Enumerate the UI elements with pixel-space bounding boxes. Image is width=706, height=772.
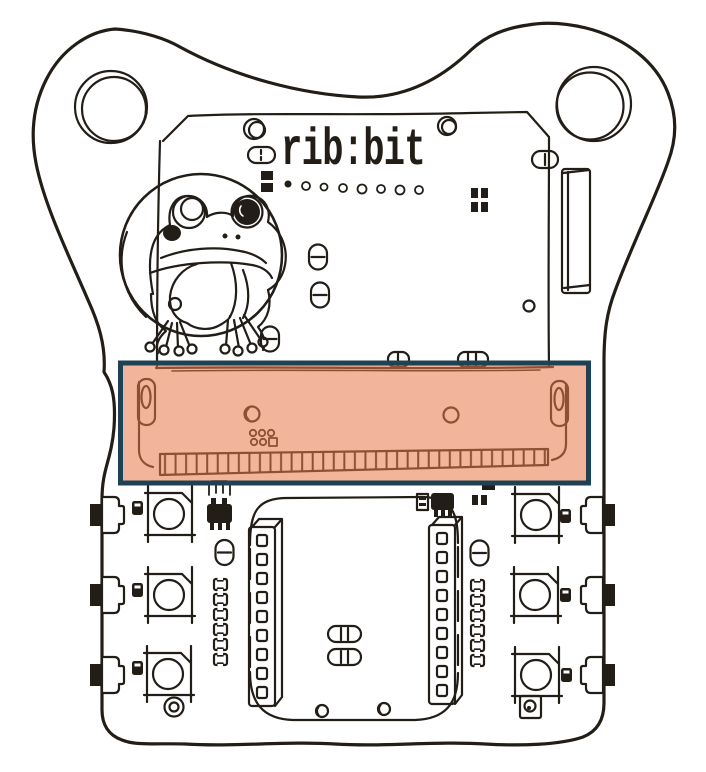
- screw-hole: [376, 701, 392, 717]
- highlight-overlay[interactable]: [118, 360, 591, 486]
- via-hole-left: [242, 117, 267, 141]
- smd-resistor-pair: [471, 188, 488, 212]
- push-button: [142, 644, 196, 704]
- edge-tab: [88, 575, 126, 615]
- capacitor-pill: [469, 539, 490, 567]
- smd-pill-left: [246, 145, 277, 165]
- push-button: [510, 485, 564, 545]
- capacitor-pill: [259, 325, 281, 353]
- screw-hole: [314, 703, 330, 719]
- edge-tab: [88, 495, 126, 535]
- via-hole-right: [436, 115, 458, 137]
- transistor-left: [207, 480, 232, 530]
- led-dot-row: [261, 171, 424, 196]
- push-button: [509, 565, 563, 625]
- push-button: [143, 565, 197, 625]
- edge-tab: [88, 655, 126, 695]
- target-mark-right: [518, 694, 543, 720]
- led-indicator: [558, 507, 573, 525]
- via-hole-small: [522, 299, 536, 313]
- led-indicator: [559, 666, 574, 684]
- edge-tab: [579, 495, 617, 535]
- edge-tab: [579, 655, 617, 695]
- led-indicator: [130, 499, 145, 517]
- pin-header-left: [247, 517, 284, 708]
- board-outline: [31, 21, 677, 747]
- resistor-column-right: [469, 577, 486, 669]
- push-button: [143, 484, 197, 544]
- transistor-right: [415, 484, 495, 517]
- mounting-hole-left: [73, 69, 149, 145]
- resistor-column-left: [212, 576, 229, 668]
- edge-tab: [579, 575, 617, 615]
- capacitor-pill: [214, 538, 235, 567]
- led-indicator: [558, 586, 573, 604]
- frog-icon: [118, 172, 287, 357]
- led-indicator: [130, 659, 145, 677]
- smd-pill-right: [530, 149, 560, 170]
- capacitor-pill: [309, 281, 331, 309]
- slider-switch: [560, 167, 592, 295]
- push-button: [510, 645, 564, 705]
- board-title: rib:bit: [281, 122, 425, 180]
- capacitor-pill: [307, 243, 329, 271]
- mounting-hole-right: [555, 65, 633, 143]
- crystal-pair: [326, 624, 363, 667]
- led-indicator: [130, 581, 145, 599]
- target-mark-left: [163, 696, 185, 718]
